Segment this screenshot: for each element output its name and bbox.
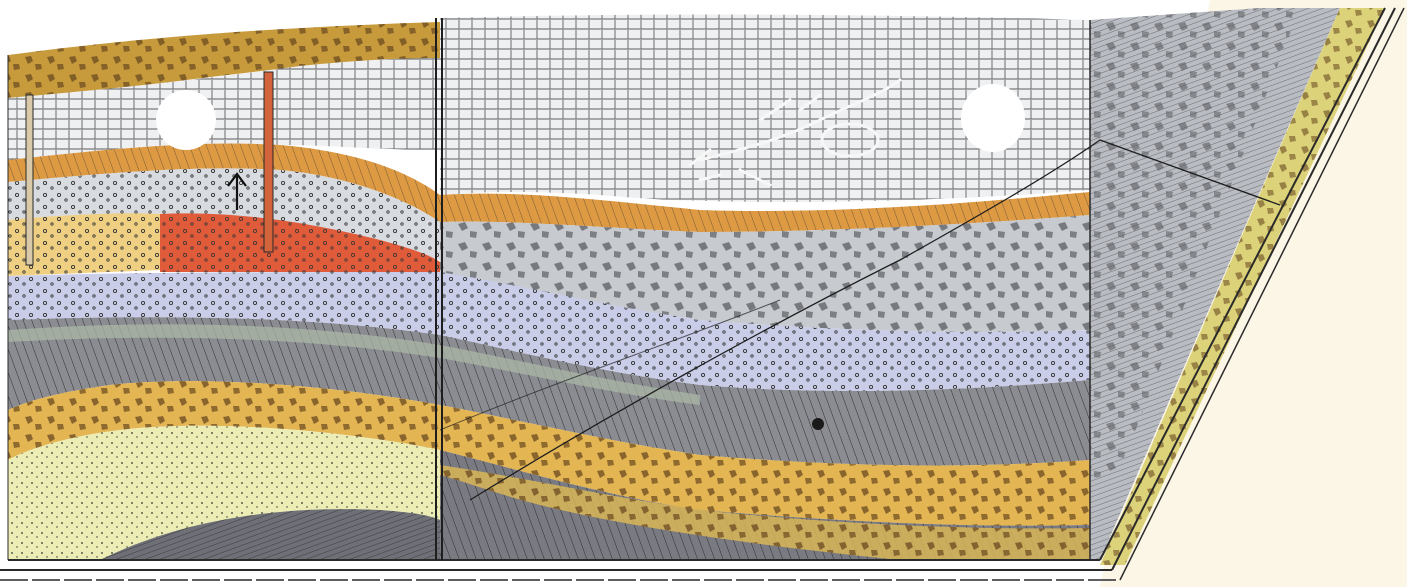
well-pipe-red [264,72,273,252]
bore-hole-left [156,90,216,150]
dark-nodule [812,418,824,430]
bore-hole-right [961,84,1025,152]
well-pipe-left [26,95,33,265]
